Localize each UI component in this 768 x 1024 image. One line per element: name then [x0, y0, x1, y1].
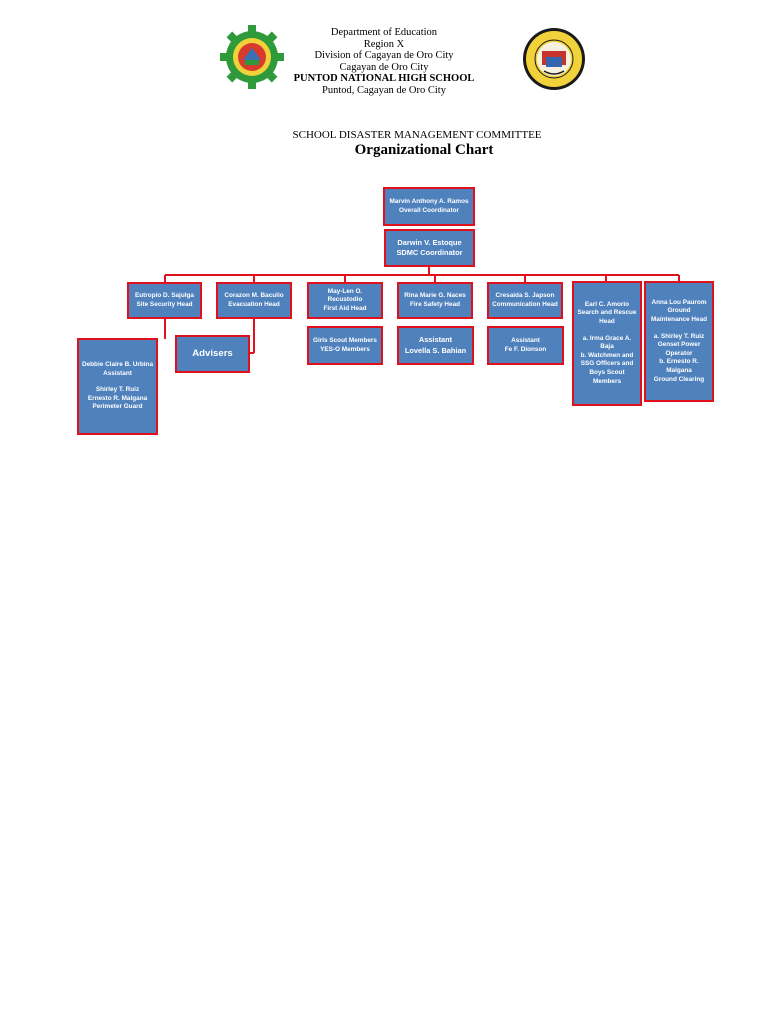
communication-head-box: Cresaida S. Japson Communication Head [487, 282, 563, 319]
ground-maintenance-head-box: Anna Lou Paurom Ground Maintenance Head … [644, 281, 714, 402]
overall-coordinator-box: Marvin Anthony A. Ramos Overall Coordina… [383, 187, 475, 226]
overall-coordinator-role: Overall Coordinator [398, 206, 459, 214]
communication-head-role: Communication Head [492, 300, 558, 308]
sdmc-coordinator-box: Darwin V. Estoque SDMC Coordinator [384, 229, 475, 267]
site-security-team-member1: Shirley T. Ruiz [95, 386, 140, 394]
fire-safety-head-name: Rina Marie G. Naces [404, 291, 466, 299]
search-rescue-member-b: b. Watchmen and SSG Officers and Boys Sc… [580, 351, 634, 385]
site-security-head-role: Site Security Head [136, 300, 193, 308]
header-department: Department of Education [330, 27, 438, 38]
header-school: PUNTOD NATIONAL HIGH SCHOOL [293, 73, 475, 85]
advisers-box: Advisers [175, 335, 250, 373]
header-address: Puntod, Cagayan de Oro City [322, 84, 446, 96]
evacuation-head-box: Corazon M. Baculio Evacuation Head [216, 282, 292, 319]
ground-maintenance-member-a: a. Shirley T. Ruiz [653, 332, 705, 340]
first-aid-head-box: May-Len O. Recustodio First Aid Head [307, 282, 383, 319]
communication-team-role: Assistant [511, 336, 540, 344]
site-security-team-name: Debbie Claire B. Urbina [81, 361, 154, 369]
deped-gear-logo [220, 25, 284, 89]
ground-maintenance-member-a-role: Genset Power Operator [657, 341, 701, 357]
fire-safety-head-role: Fire Safety Head [409, 300, 461, 308]
first-aid-team-box: Girls Scout Members YES-O Members [307, 326, 383, 365]
search-rescue-head-role: Search and Rescue Head [577, 309, 637, 326]
ground-maintenance-member-b: b. Ernesto R. Malgana [659, 358, 699, 374]
committee-title: SCHOOL DISASTER MANAGEMENT COMMITTEE [292, 129, 542, 141]
first-aid-head-name: May-Len O. Recustodio [327, 287, 363, 304]
fire-safety-team-name: Lovella S. Bahian [404, 345, 467, 355]
first-aid-team-line1: Girls Scout Members [313, 336, 377, 344]
search-rescue-member-a: a. Irma Grace A. Baja [582, 334, 632, 351]
sdmc-coordinator-name: Darwin V. Estoque [397, 237, 462, 247]
ground-maintenance-member-b-role: Ground Clearing [653, 375, 705, 383]
search-rescue-head-name: Earl C. Amorio [584, 300, 630, 308]
evacuation-head-role: Evacuation Head [228, 300, 280, 308]
communication-team-name: Fe F. Dionson [504, 345, 547, 353]
sdmc-coordinator-role: SDMC Coordinator [396, 248, 463, 257]
ground-maintenance-head-name: Anna Lou Paurom [651, 298, 707, 306]
ground-maintenance-head-role: Ground Maintenance Head [650, 307, 708, 324]
site-security-head-name: Eutropio D. Sajulga [135, 291, 194, 299]
header-city: Cagayan de Oro City [339, 61, 429, 73]
fire-safety-team-box: Assistant Lovella S. Bahian [397, 326, 474, 365]
site-security-team-box: Debbie Claire B. Urbina Assistant Shirle… [77, 338, 158, 435]
fire-safety-team-role: Assistant [418, 335, 453, 345]
department-of-education-seal-logo [523, 28, 585, 90]
search-rescue-head-box: Earl C. Amorio Search and Rescue Head a.… [572, 281, 642, 406]
site-security-head-box: Eutropio D. Sajulga Site Security Head [127, 282, 202, 319]
first-aid-team-line2: YES-O Members [320, 345, 370, 353]
communication-head-name: Cresaida S. Japson [495, 291, 555, 299]
advisers-label: Advisers [192, 347, 233, 359]
header-region: Region X [363, 38, 405, 50]
communication-team-box: Assistant Fe F. Dionson [487, 326, 564, 365]
site-security-team-role: Assistant [103, 369, 132, 377]
header-block: Department of Education Region X Divisio… [0, 27, 768, 97]
site-security-team-member2: Ernesto R. Malgana [87, 394, 148, 402]
fire-safety-head-box: Rina Marie G. Naces Fire Safety Head [397, 282, 473, 319]
chart-title: Organizational Chart [354, 142, 494, 158]
header-division: Division of Cagayan de Oro City [314, 50, 454, 62]
evacuation-head-name: Corazon M. Baculio [224, 291, 284, 299]
overall-coordinator-name: Marvin Anthony A. Ramos [389, 197, 469, 205]
first-aid-head-role: First Aid Head [323, 304, 367, 312]
site-security-team-member-role: Perimeter Guard [92, 403, 143, 411]
